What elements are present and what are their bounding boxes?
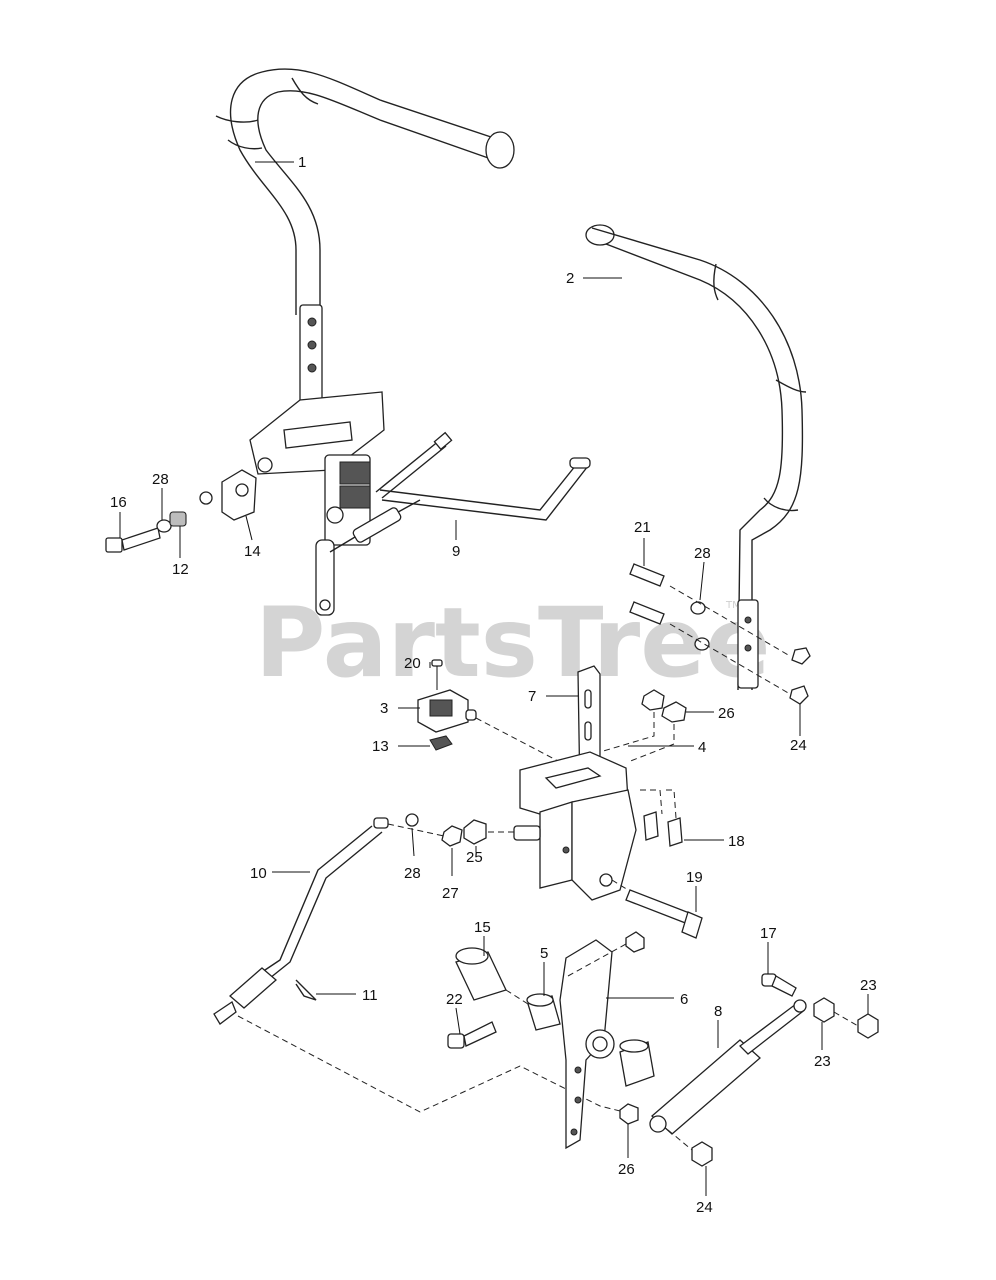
callout-24-a: 24 bbox=[790, 737, 807, 754]
callout-28-a: 28 bbox=[152, 471, 169, 488]
callout-24-b: 24 bbox=[696, 1199, 713, 1216]
part-12-spring bbox=[169, 511, 187, 527]
dash-rod-link bbox=[237, 1015, 625, 1113]
part-2-right-handle bbox=[585, 224, 807, 691]
callout-3: 3 bbox=[380, 700, 388, 717]
dash-nut-b bbox=[627, 724, 675, 763]
part-4-bracket bbox=[519, 751, 637, 901]
part-8-damper bbox=[649, 999, 807, 1135]
callout-14: 14 bbox=[244, 543, 261, 560]
callout-28-b: 28 bbox=[694, 545, 711, 562]
dash-nut-a bbox=[599, 712, 655, 753]
part-6-arm bbox=[559, 931, 645, 1150]
part-17-bolt bbox=[761, 973, 797, 997]
part-28-washer-c bbox=[405, 813, 419, 827]
bushing-right bbox=[619, 1039, 655, 1087]
part-24-nut-bottom bbox=[691, 1141, 713, 1167]
callout-20: 20 bbox=[404, 655, 421, 672]
callout-6: 6 bbox=[680, 991, 688, 1008]
part-18-screws bbox=[643, 811, 683, 847]
callout-2: 2 bbox=[566, 270, 574, 287]
part-11-clip bbox=[295, 979, 317, 1001]
callout-12: 12 bbox=[172, 561, 189, 578]
callout-26-b: 26 bbox=[618, 1161, 635, 1178]
callout-9: 9 bbox=[452, 543, 460, 560]
dash-6 bbox=[567, 943, 627, 977]
part-9-rod bbox=[379, 457, 591, 521]
part-26-nut-bottom bbox=[619, 1103, 639, 1125]
watermark-text: PartsTree bbox=[255, 587, 770, 699]
part-19-bolt bbox=[625, 889, 703, 939]
part-22-bolt bbox=[447, 1021, 497, 1049]
leader-lines bbox=[119, 161, 869, 1196]
part-26-nuts-top bbox=[641, 689, 687, 723]
dash-23 bbox=[833, 1011, 859, 1027]
part-15-bushing bbox=[455, 947, 507, 1001]
callout-26-a: 26 bbox=[718, 705, 735, 722]
dash-18a bbox=[640, 789, 663, 815]
part-5-bushing bbox=[526, 993, 561, 1031]
dash-sensor bbox=[475, 717, 561, 763]
part-10-rod bbox=[213, 817, 389, 1025]
part-28-washer-a bbox=[156, 519, 172, 533]
callout-28-c: 28 bbox=[404, 865, 421, 882]
callout-17: 17 bbox=[760, 925, 777, 942]
callout-11: 11 bbox=[362, 987, 378, 1004]
part-13-plate bbox=[429, 735, 453, 751]
part-14-block bbox=[221, 469, 257, 521]
part-20-screw bbox=[431, 659, 443, 690]
dash-19 bbox=[611, 879, 629, 891]
dash-bolt-lower bbox=[669, 623, 791, 695]
upper-control-bracket bbox=[249, 391, 453, 616]
watermark-trademark: TM bbox=[725, 600, 741, 611]
part-16-bolt bbox=[105, 527, 161, 553]
callout-15: 15 bbox=[474, 919, 491, 936]
callout-8: 8 bbox=[714, 1003, 722, 1020]
callout-22: 22 bbox=[446, 991, 463, 1008]
washer-small bbox=[199, 491, 213, 505]
callout-4: 4 bbox=[698, 739, 706, 756]
part-3-sensor bbox=[417, 689, 477, 733]
callout-5: 5 bbox=[540, 945, 548, 962]
callout-23-b: 23 bbox=[860, 977, 877, 994]
part-25-nut bbox=[463, 819, 487, 845]
part-27-nut bbox=[441, 825, 463, 847]
callout-labels: 1 2 16 28 12 14 9 21 28 20 3 13 7 26 24 … bbox=[110, 154, 877, 1216]
callout-13: 13 bbox=[372, 738, 389, 755]
callout-23-a: 23 bbox=[814, 1053, 831, 1070]
callout-1: 1 bbox=[298, 154, 306, 171]
dash-15 bbox=[505, 989, 529, 1005]
callout-21: 21 bbox=[634, 519, 651, 536]
stud-bolt bbox=[513, 825, 541, 841]
callout-10: 10 bbox=[250, 865, 267, 882]
callout-25: 25 bbox=[466, 849, 483, 866]
callout-19: 19 bbox=[686, 869, 703, 886]
nuts-right bbox=[789, 647, 811, 705]
dash-bolt-upper bbox=[669, 585, 791, 657]
callout-27: 27 bbox=[442, 885, 459, 902]
part-1-left-handle bbox=[215, 68, 515, 406]
part-21-bolts bbox=[629, 563, 665, 625]
dash-27 bbox=[387, 823, 445, 837]
callout-7: 7 bbox=[528, 688, 536, 705]
callout-16: 16 bbox=[110, 494, 127, 511]
dash-18b bbox=[666, 789, 677, 819]
callout-18: 18 bbox=[728, 833, 745, 850]
dash-24 bbox=[667, 1129, 693, 1151]
